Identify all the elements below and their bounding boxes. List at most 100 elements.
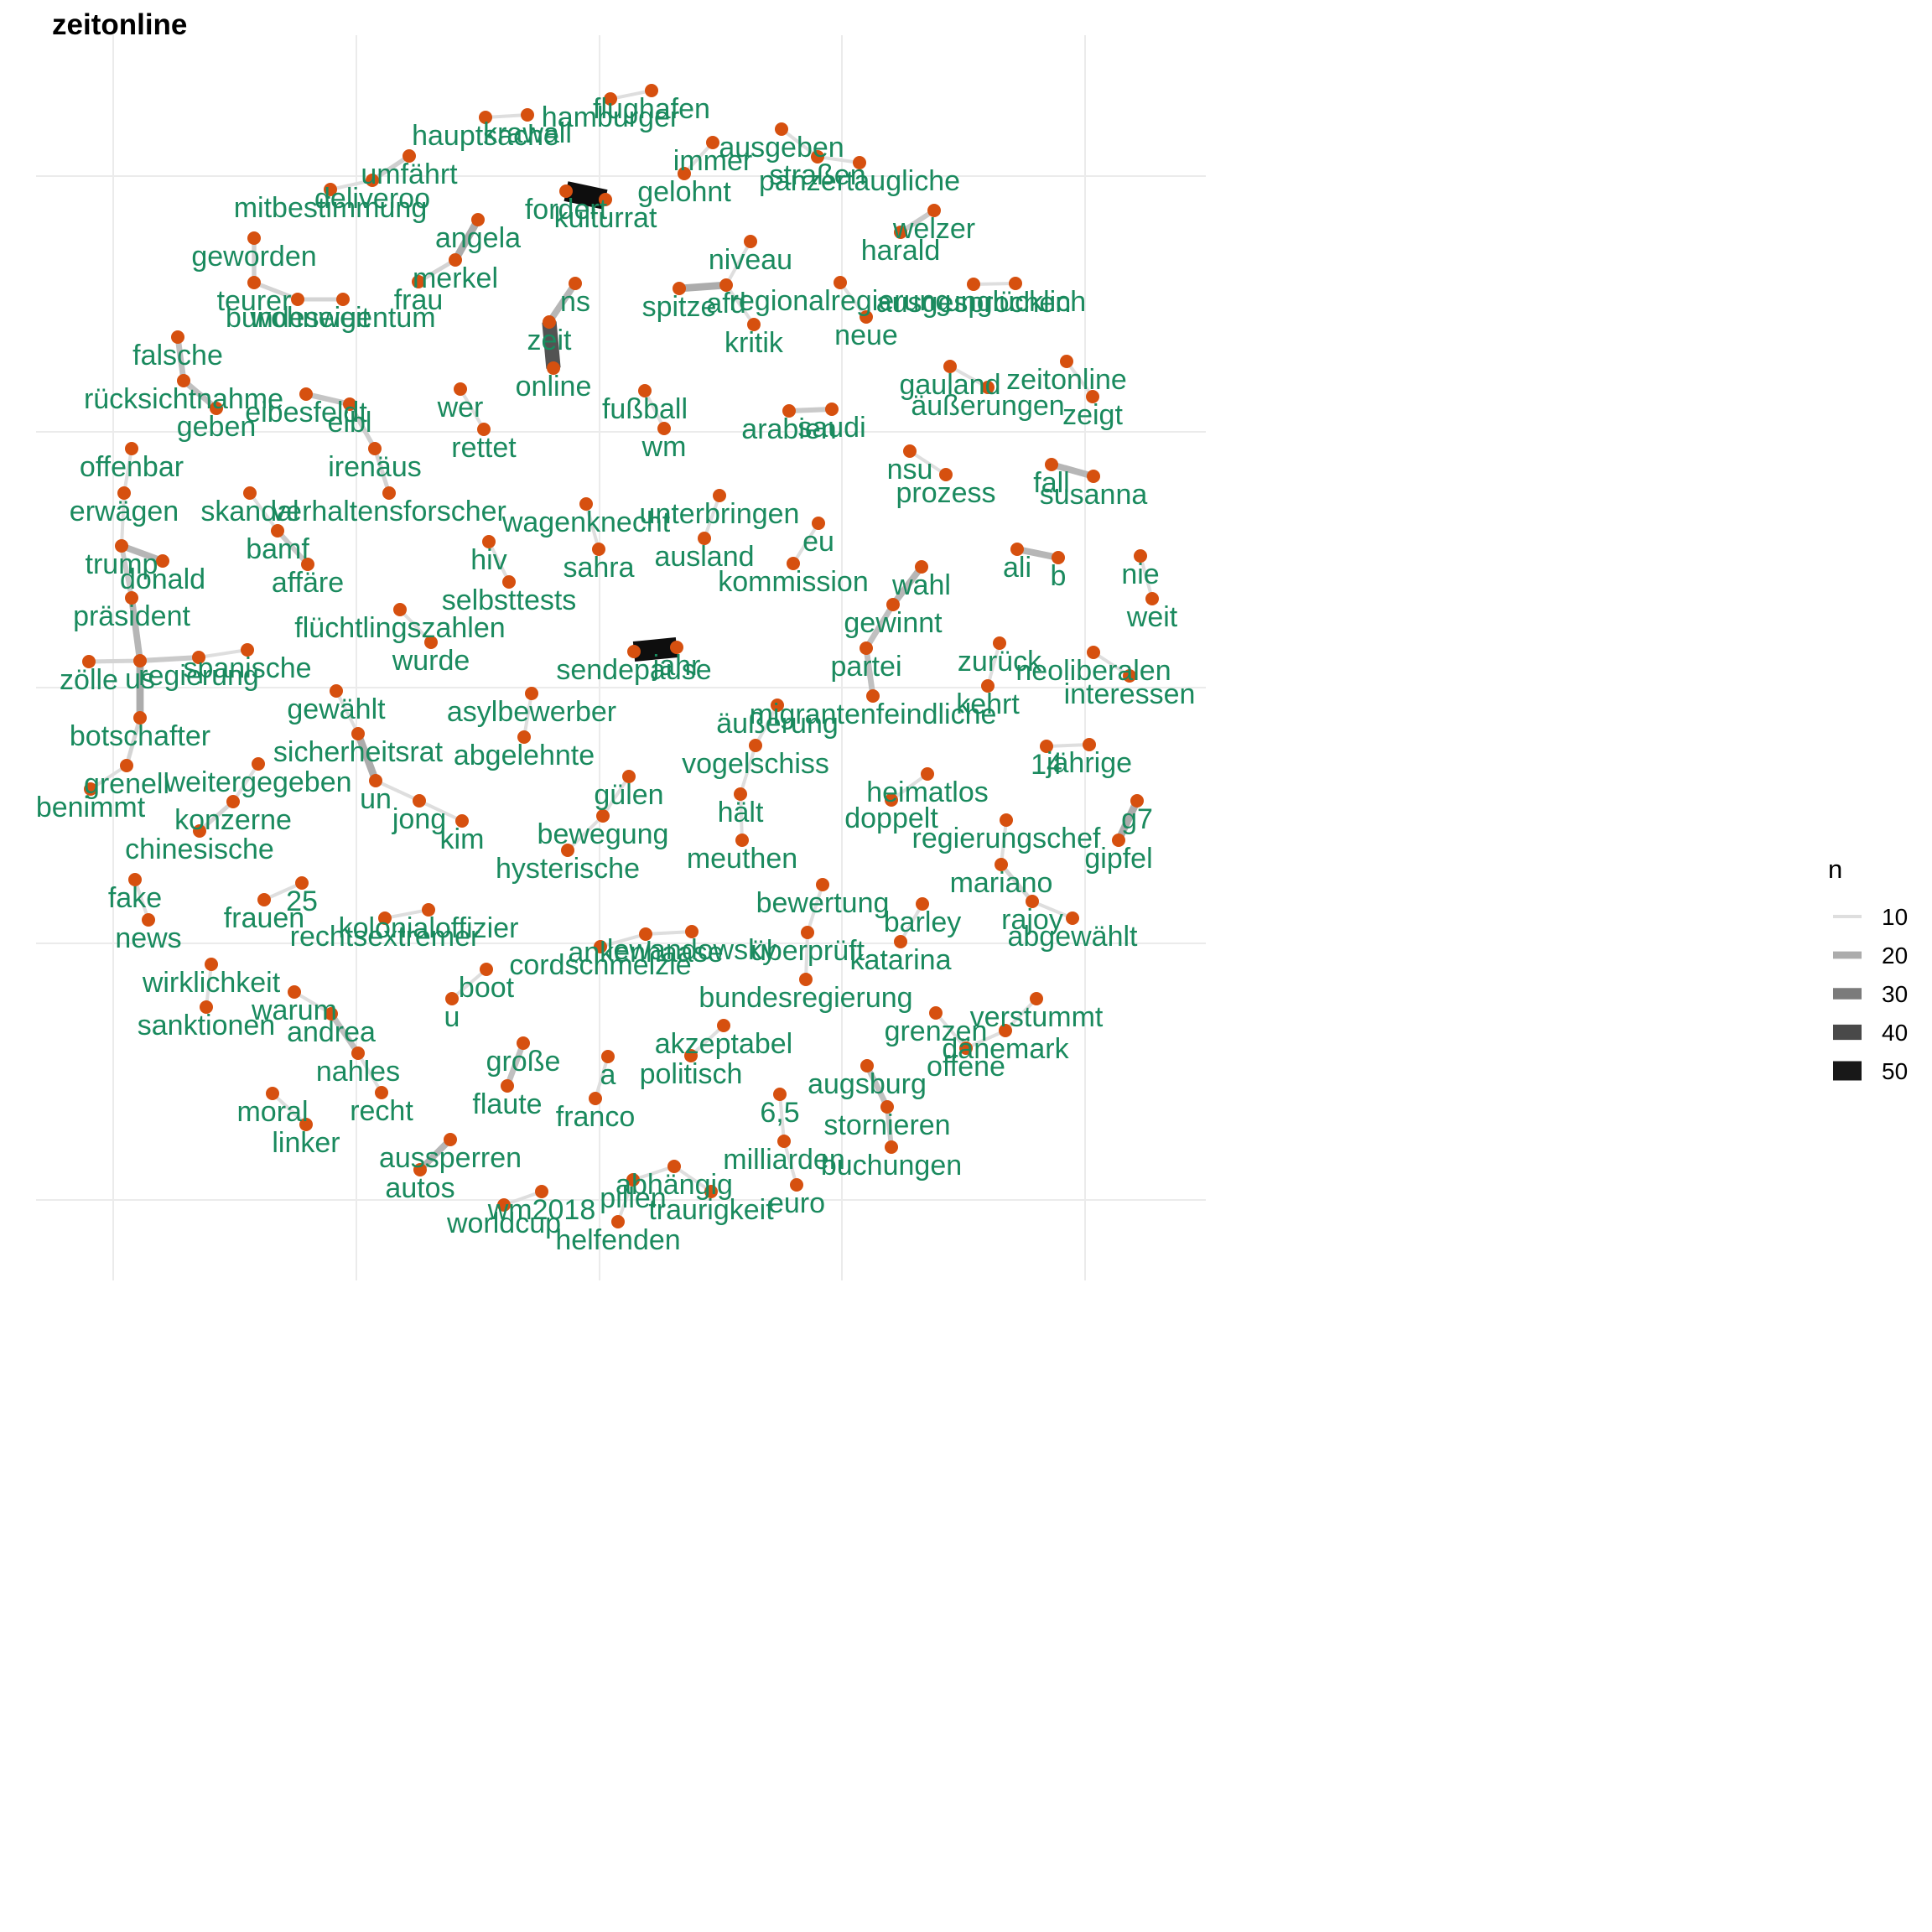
node-us [133, 654, 147, 667]
node-label-frau: frau [394, 284, 444, 316]
node-wer [454, 382, 467, 396]
node-label-gewählt: gewählt [287, 693, 386, 725]
node-label-zeit: zeit [527, 325, 572, 356]
node-regierungschef [1000, 813, 1013, 827]
node-verhaltensforscher [382, 486, 396, 500]
node-wahl [915, 560, 928, 574]
node-nahles [351, 1046, 365, 1060]
node-trump [115, 539, 128, 553]
node-label-fußball: fußball [602, 393, 688, 425]
node-label-u: u [444, 1001, 460, 1033]
node-erwägen [117, 486, 131, 500]
node-label-benimmt: benimmt [36, 792, 146, 823]
edge-boot-u [450, 968, 488, 1000]
edge-eu-kommission [792, 522, 820, 565]
node-label-jahr: jahr [652, 650, 701, 682]
edge-hamburger-flughafen [610, 89, 652, 101]
node-label-zeigt: zeigt [1062, 399, 1123, 431]
node-label-gewinnt: gewinnt [844, 607, 943, 639]
node-bamf [271, 524, 284, 538]
edge-gelohnt-immer [683, 141, 714, 175]
node-gewinnt [886, 598, 900, 611]
edge-flüchtlingszahlen-wurde [398, 608, 433, 644]
edge-zeit-online [542, 321, 561, 369]
node-label-bewegung: bewegung [538, 818, 669, 850]
node-label-umfährt: umfährt [361, 158, 458, 190]
node-label-straßen: straßen [769, 159, 865, 191]
node-label-lewandowsky: lewandowsky [607, 934, 776, 966]
node-präsident [125, 591, 138, 605]
node-welzer [927, 204, 941, 217]
node-donald [156, 554, 169, 568]
plot-title: zeitonline [52, 8, 188, 41]
node-angela [471, 213, 485, 226]
node-label-gipfel: gipfel [1084, 843, 1152, 875]
edge-offenbar-erwägen [122, 448, 133, 494]
node-label-kritik: kritik [724, 327, 784, 359]
node-label-wirklichkeit: wirklichkeit [142, 967, 281, 999]
node-label-aussperren: aussperren [379, 1142, 522, 1174]
node-label-kommission: kommission [718, 566, 868, 598]
node-label-bamf: bamf [246, 533, 309, 565]
node-label-kehrt: kehrt [956, 688, 1020, 720]
node-zeitonline [1060, 355, 1073, 368]
node-label-hamburger: hamburger [542, 101, 679, 133]
node-buchungen [885, 1140, 898, 1154]
node-zölle [82, 655, 96, 668]
edge-warum-andrea [293, 990, 333, 1015]
node-milliarden [777, 1135, 791, 1148]
legend-label-10: 10 [1882, 904, 1908, 930]
node-politisch [684, 1049, 698, 1062]
node-label-sanktionen: sanktionen [138, 1010, 275, 1041]
edge-irenäus-verhaltensforscher [372, 448, 392, 494]
node-label-welzer: welzer [892, 213, 975, 245]
node-label-affäre: affäre [272, 567, 344, 599]
node-label-rajoy: rajoy [1001, 904, 1063, 936]
node-label-neue: neue [834, 319, 898, 351]
node-stornieren [880, 1100, 894, 1114]
panel-grid [36, 35, 1206, 1280]
node-fall [1045, 458, 1058, 471]
node-label-susanna: susanna [1040, 479, 1148, 511]
edge-layer [88, 89, 1154, 1223]
node-label-wm2018: wm2018 [487, 1194, 596, 1226]
node-label-abgelehnte: abgelehnte [454, 740, 595, 771]
node-label-migrantenfeindliche: migrantenfeindliche [750, 699, 997, 730]
node-label-zurück: zurück [958, 646, 1042, 678]
node-u [445, 992, 459, 1005]
node-label-große: große [486, 1046, 561, 1078]
node-jährige [1083, 738, 1096, 751]
node-partei [860, 641, 873, 655]
node-mitbestimmung [324, 183, 337, 196]
node-label-milliarden: milliarden [723, 1144, 845, 1176]
node-ns [569, 277, 582, 290]
node-kim [455, 814, 469, 828]
edge-sendepause-jahr [632, 637, 678, 662]
edge-zurück-kehrt [986, 642, 1001, 687]
edge-bewertung-überprüft [806, 884, 824, 933]
node-label-moral: moral [236, 1096, 308, 1128]
node-label-online: online [516, 371, 592, 402]
node-label-fake: fake [108, 882, 162, 914]
node-kulturrat [599, 193, 612, 206]
node-geworden [247, 231, 261, 245]
edge-stornieren-buchungen [885, 1106, 894, 1148]
node-label-news: news [115, 922, 181, 954]
node-label-regierungschef: regierungschef [912, 823, 1101, 854]
edge-aussperren-autos [418, 1137, 453, 1172]
node-label-mitbestimmung: mitbestimmung [234, 192, 428, 224]
node-label-wurde: wurde [392, 645, 470, 677]
edge-falsche-rücksichtnahme [174, 336, 187, 382]
node-label-deliveroo: deliveroo [314, 183, 430, 215]
node-aussperren [444, 1133, 457, 1146]
node-immer [706, 136, 719, 149]
node-geben [210, 402, 223, 415]
node-label-skandal: skandal [200, 496, 299, 527]
node-fußball [638, 384, 652, 397]
node-bundesweit [291, 293, 304, 306]
node-label-heimatlos: heimatlos [866, 776, 989, 808]
node-label-partei: partei [830, 651, 901, 683]
edge-milliarden-euro [782, 1140, 798, 1186]
node-konzerne [226, 795, 240, 808]
